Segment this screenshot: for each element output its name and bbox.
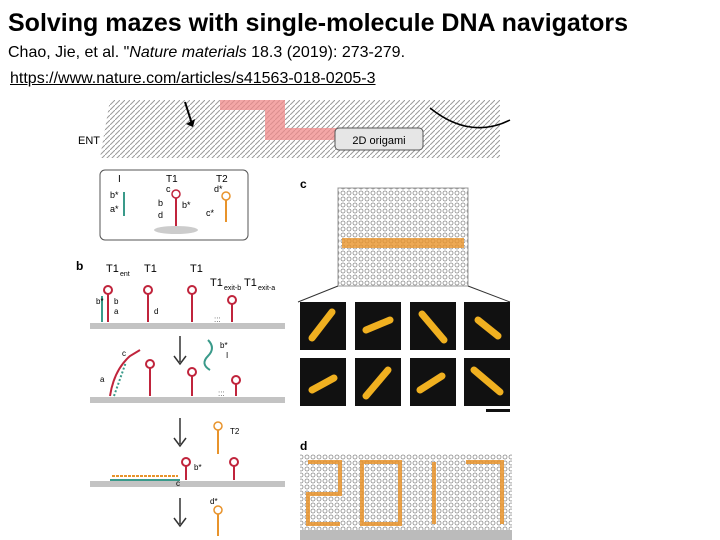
scale-bar <box>486 409 510 412</box>
row3-c: c <box>176 479 180 488</box>
inset-i-label: I <box>118 174 121 185</box>
arrow-icon <box>184 101 193 125</box>
down-arrow-icon <box>173 336 187 366</box>
row-t1exit-b: T1 <box>210 277 223 289</box>
row2-i: I <box>226 351 228 360</box>
inset-bstar-1: b* <box>110 190 119 200</box>
maze-figure: 2D origami ENT I T1 T2 b* a* c b d b* d*… <box>70 100 520 540</box>
citation-details: 18.3 (2019): 273-279. <box>246 44 406 61</box>
article-link[interactable]: https://www.nature.com/articles/s41563-0… <box>10 70 376 87</box>
panel-d: d <box>300 439 512 540</box>
ent-label: ENT <box>78 135 100 147</box>
row3-t2: T2 <box>230 427 240 436</box>
citation-journal: Nature materials <box>129 44 247 61</box>
micrograph-panel <box>300 302 512 412</box>
row-t1a: T1 <box>144 263 157 275</box>
figure-svg: 2D origami ENT I T1 T2 b* a* c b d b* d*… <box>76 100 512 540</box>
reaction-row-2: c a ::: <box>90 349 285 403</box>
row2-bstar: b* <box>220 341 228 350</box>
inset-t1-label: T1 <box>166 174 178 185</box>
maze-path-2017 <box>306 460 504 526</box>
inset-cstar: c* <box>206 208 215 218</box>
citation-authors: Chao, Jie, et al. " <box>8 44 130 61</box>
inset-dstar: d* <box>214 184 223 194</box>
row1-b: b <box>114 297 119 306</box>
inset-t2-label: T2 <box>216 174 228 185</box>
inset-d: d <box>158 210 163 220</box>
svg-text::::: ::: <box>218 389 225 398</box>
row1-bstar: b* <box>96 297 104 306</box>
grid-path <box>342 238 464 248</box>
panel-a-origami: 2D origami ENT <box>78 100 511 158</box>
row2-a: a <box>100 375 105 384</box>
svg-text::::: ::: <box>214 315 221 324</box>
inset-b: b <box>158 198 163 208</box>
row-t1b: T1 <box>190 263 203 275</box>
reaction-row-1: b* b a d ::: <box>90 285 285 329</box>
origami-path <box>220 100 350 140</box>
row2-c: c <box>122 349 126 358</box>
grid-origami <box>337 187 469 287</box>
row-t1exit-a-sub: exit-a <box>258 285 275 292</box>
inset-astar: a* <box>110 204 119 214</box>
row-t1ent: T1 <box>106 263 119 275</box>
panel-c-label: c <box>300 177 307 191</box>
row-t1exit-b-sub: exit-b <box>224 285 241 292</box>
reaction-row-3: b* c <box>90 457 285 488</box>
panel-d-label: d <box>300 439 307 453</box>
down-arrow-icon-2 <box>173 418 187 448</box>
row-t1ent-sub: ent <box>120 271 130 278</box>
inset-c: c <box>166 184 171 194</box>
row1-d: d <box>154 307 158 316</box>
down-arrow-icon-3 <box>173 498 187 528</box>
row4-dstar: d* <box>210 497 218 506</box>
origami-label: 2D origami <box>352 135 405 147</box>
panel-b: b T1 ent T1 T1 T1 exit-b T1 exit-a b* b … <box>76 259 285 536</box>
panel-c: c <box>297 177 512 412</box>
inset-bstar-2: b* <box>182 200 191 210</box>
slide-title: Solving mazes with single-molecule DNA n… <box>8 9 629 37</box>
citation: Chao, Jie, et al. "Nature materials 18.3… <box>8 42 405 63</box>
strand-inset: I T1 T2 b* a* c b d b* d* c* <box>99 169 249 241</box>
row1-a: a <box>114 307 119 316</box>
row3-bstar: b* <box>194 463 202 472</box>
row-t1exit-a: T1 <box>244 277 257 289</box>
panel-b-label: b <box>76 259 83 273</box>
